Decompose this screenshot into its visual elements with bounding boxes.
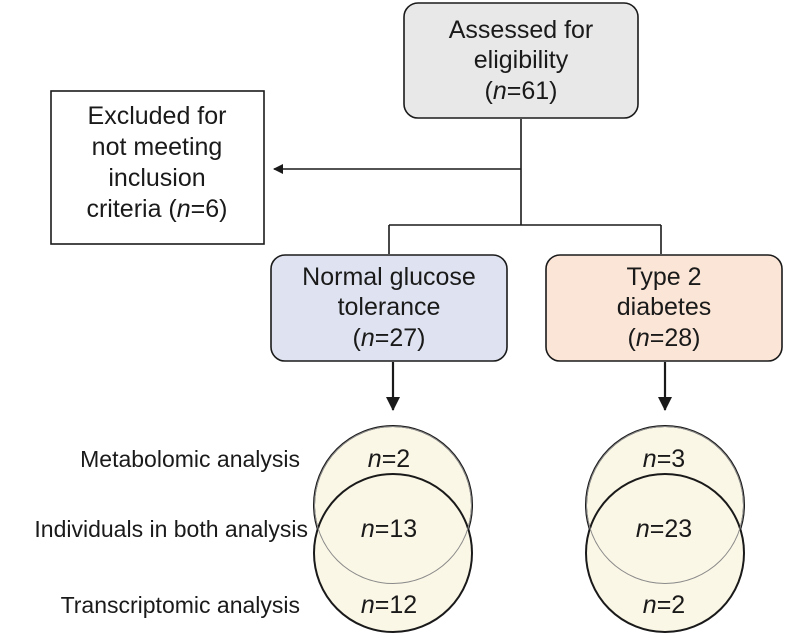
label-metabolomic: Metabolomic analysis [80, 446, 300, 472]
t2d-line-2: diabetes [617, 293, 712, 321]
ngt-counts: n=2 n=13 n=12 [361, 445, 417, 619]
excluded-line-3: inclusion [108, 164, 205, 192]
excluded-line-1: Excluded for [88, 102, 227, 130]
assessed-line-2: eligibility [474, 46, 569, 74]
excluded-box: Excluded for not meeting inclusion crite… [50, 90, 265, 245]
excluded-line-4: criteria (n=6) [86, 195, 227, 223]
excluded-line-2: not meeting [92, 133, 223, 161]
ngt-line-1: Normal glucose [302, 263, 476, 291]
ngt-line-2: tolerance [338, 293, 441, 321]
ngt-transcriptomic-circle [313, 473, 473, 633]
t2d-box-shape [545, 254, 783, 362]
label-both: Individuals in both analysis [34, 516, 308, 542]
t2d-count-transcriptomic: n=2 [643, 591, 685, 619]
ngt-box-shape [270, 254, 508, 362]
assessed-count: (n=61) [485, 77, 558, 105]
t2d-venn [585, 425, 745, 633]
t2d-count-both: n=23 [636, 515, 692, 543]
ngt-count-metabolomic: n=2 [368, 445, 410, 473]
excluded-box-shape [50, 90, 265, 245]
t2d-transcriptomic-circle [585, 473, 745, 633]
t2d-count-metabolomic: n=3 [643, 445, 685, 473]
ngt-count-both: n=13 [361, 515, 417, 543]
t2d-line-1: Type 2 [626, 263, 701, 291]
ngt-venn [313, 425, 473, 633]
t2d-counts: n=3 n=23 n=2 [636, 445, 692, 619]
assessed-box: Assessed for eligibility (n=61) [403, 2, 639, 119]
ngt-count-transcriptomic: n=12 [361, 591, 417, 619]
down-arrows [386, 362, 672, 411]
ngt-count: (n=27) [353, 324, 426, 352]
connectors [273, 119, 662, 254]
row-labels: Metabolomic analysis Individuals in both… [34, 446, 308, 618]
ngt-box: Normal glucose tolerance (n=27) [270, 254, 508, 362]
t2d-count: (n=28) [628, 324, 701, 352]
label-transcriptomic: Transcriptomic analysis [61, 592, 300, 618]
assessed-box-shape [403, 2, 639, 119]
t2d-box: Type 2 diabetes (n=28) [545, 254, 783, 362]
assessed-line-1: Assessed for [449, 16, 594, 44]
